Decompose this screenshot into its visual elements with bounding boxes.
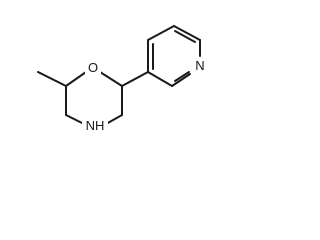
ring-nitrogen-label-backdrop <box>192 57 208 73</box>
bond-py-c3-c2 <box>147 71 173 87</box>
ring-nitrogen-atom-label: N <box>195 58 204 73</box>
bond-py-c5-c4 <box>147 25 175 41</box>
amine-nitrogen-label-backdrop <box>82 117 108 133</box>
bond-py-c2-n <box>171 73 191 87</box>
amine-nitrogen-atom-label: NH <box>86 118 105 133</box>
molecule-structure-diagram: O N NH <box>37 25 208 133</box>
oxygen-label-backdrop <box>85 59 101 75</box>
oxygen-atom-label: O <box>88 60 98 75</box>
bond-c6-pyridine <box>121 71 149 87</box>
bond-n4-c3 <box>65 114 85 125</box>
double-bond-inner-3 <box>174 30 196 43</box>
double-bond-inner-2 <box>174 71 190 82</box>
bond-o1-c6 <box>99 71 123 87</box>
bond-py-c6-c5 <box>173 25 201 41</box>
bond-c5-n4 <box>105 114 123 125</box>
bond-c2-o1 <box>65 71 87 87</box>
bond-methyl <box>37 71 67 87</box>
